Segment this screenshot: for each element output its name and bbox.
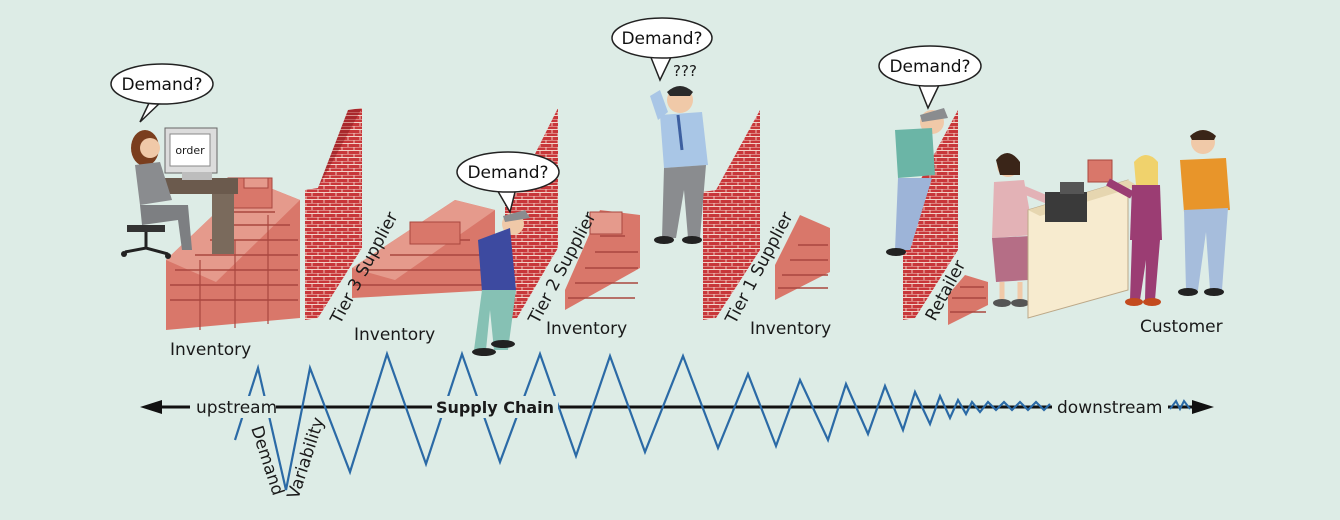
downstream-label: downstream — [1057, 398, 1162, 418]
speech-bubble-3: Demand? — [611, 17, 713, 82]
inventory-pile-3 — [565, 210, 640, 310]
speech-bubble-1: Demand? — [110, 63, 214, 123]
confusion-marks: ??? — [673, 62, 697, 80]
speech-bubble-2-text: Demand? — [467, 163, 548, 183]
demand-variability-wave — [233, 350, 1191, 491]
upstream-label: upstream — [196, 398, 277, 418]
supply-chain-label-bg — [432, 396, 558, 418]
inventory-label-4: Inventory — [750, 319, 831, 339]
wall-tier1 — [703, 110, 760, 320]
wall-tier3 — [305, 108, 362, 320]
speech-bubble-2: Demand? — [456, 151, 560, 214]
inventory-pile-retailer — [948, 275, 988, 325]
upstream-label-bg — [190, 396, 276, 418]
person-customer-woman — [1106, 155, 1162, 306]
person-retailer — [886, 108, 948, 256]
downstream-label-bg — [1052, 396, 1168, 418]
person-bending — [472, 210, 530, 356]
checkout-counter — [1027, 159, 1138, 319]
inventory-label-2: Inventory — [354, 325, 435, 345]
person-customer-man — [1178, 130, 1230, 296]
inventory-label-3: Inventory — [546, 319, 627, 339]
speech-bubble-4: Demand? — [878, 45, 982, 110]
supply-chain-title: Supply Chain — [436, 398, 554, 417]
inventory-pile-2 — [352, 200, 495, 298]
demand-label: Demand — [246, 423, 287, 498]
speech-bubble-4-text: Demand? — [889, 57, 970, 77]
person-at-computer — [121, 127, 238, 259]
screen-order-text: order — [175, 144, 205, 157]
speech-bubble-3-text: Demand? — [621, 29, 702, 49]
inventory-pile-4 — [775, 215, 830, 300]
person-scratching-head — [650, 86, 708, 244]
inventory-label-1: Inventory — [170, 340, 251, 360]
variability-label: Variability — [284, 415, 329, 502]
customer-label: Customer — [1140, 317, 1223, 337]
speech-bubble-1-text: Demand? — [121, 75, 202, 95]
